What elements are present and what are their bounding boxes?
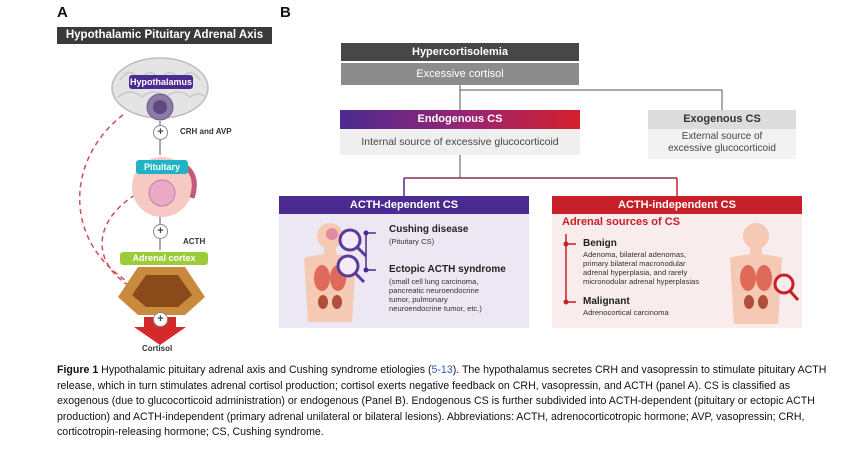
caption-part1: Hypothalamic pituitary adrenal axis and … xyxy=(101,364,432,376)
caption-label: Figure 1 xyxy=(57,364,99,376)
magnifier-icon xyxy=(338,228,368,258)
adrenal-gland-icon xyxy=(118,267,205,315)
brain-icon xyxy=(111,57,209,121)
hypercortisolemia-subtitle: Excessive cortisol xyxy=(341,63,579,85)
plus-icon-crh: + xyxy=(153,125,168,140)
ectopic-acth-title: Ectopic ACTH syndrome xyxy=(389,264,506,275)
malignant-title: Malignant xyxy=(583,296,630,307)
plus-icon-cortisol: + xyxy=(153,312,168,327)
hpa-axis-title: Hypothalamic Pituitary Adrenal Axis xyxy=(57,27,272,44)
flow-connectors xyxy=(403,85,723,196)
human-torso-icon xyxy=(730,223,782,324)
exogenous-line-1: External source of xyxy=(681,131,763,142)
adrenal-sources-subtitle: Adrenal sources of CS xyxy=(562,216,680,228)
hpa-axis-illustration xyxy=(79,57,209,345)
crh-avp-label: CRH and AVP xyxy=(180,127,232,136)
panel-b-letter: B xyxy=(280,4,291,21)
caption-reference-link[interactable]: 5-13 xyxy=(431,364,453,376)
feedback-arc-inner xyxy=(101,194,136,286)
figure-caption: Figure 1 Hypothalamic pituitary adrenal … xyxy=(57,363,832,441)
caption-part2: ). The hypothalamus secretes CRH and vas… xyxy=(57,364,827,439)
plus-icon-acth: + xyxy=(153,224,168,239)
hypothalamus-label: Hypothalamus xyxy=(129,75,193,89)
feedback-arc-outer xyxy=(79,114,126,281)
panel-a-letter: A xyxy=(57,4,68,21)
cushing-disease-desc: (Pituitary CS) xyxy=(389,237,435,246)
cortisol-label: Cortisol xyxy=(142,344,173,353)
acth-independent-body-illustration xyxy=(730,223,800,324)
malignant-desc: Adrenocortical carcinoma xyxy=(583,308,669,317)
benign-desc: Adenoma, bilateral adenomas, primary bil… xyxy=(583,250,700,286)
exogenous-line-2: excessive glucocorticoid xyxy=(668,143,776,154)
endogenous-cs-title: Endogenous CS xyxy=(340,110,580,129)
magnifier-icon xyxy=(336,254,366,284)
exogenous-cs-title: Exogenous CS xyxy=(648,110,796,129)
indep-bullet-line xyxy=(563,234,576,305)
hypercortisolemia-title: Hypercortisolemia xyxy=(341,43,579,61)
cortisol-arrow xyxy=(134,317,186,345)
acth-dependent-body-illustration xyxy=(304,223,368,322)
acth-label: ACTH xyxy=(183,237,206,246)
acth-dependent-title: ACTH-dependent CS xyxy=(279,196,529,214)
magnifier-icon xyxy=(773,273,800,301)
adrenal-cortex-label: Adrenal cortex xyxy=(120,252,208,265)
dep-bullet-line xyxy=(363,230,376,273)
benign-title: Benign xyxy=(583,238,617,249)
cushing-disease-title: Cushing disease xyxy=(389,224,469,235)
endogenous-cs-subtitle: Internal source of excessive glucocortic… xyxy=(340,129,580,155)
pituitary-label: Pituitary xyxy=(136,160,188,174)
exogenous-cs-subtitle: External source of excessive glucocortic… xyxy=(648,129,796,159)
ectopic-acth-desc: (small cell lung carcinoma, pancreatic n… xyxy=(389,277,482,313)
acth-independent-title: ACTH-independent CS xyxy=(552,196,802,214)
